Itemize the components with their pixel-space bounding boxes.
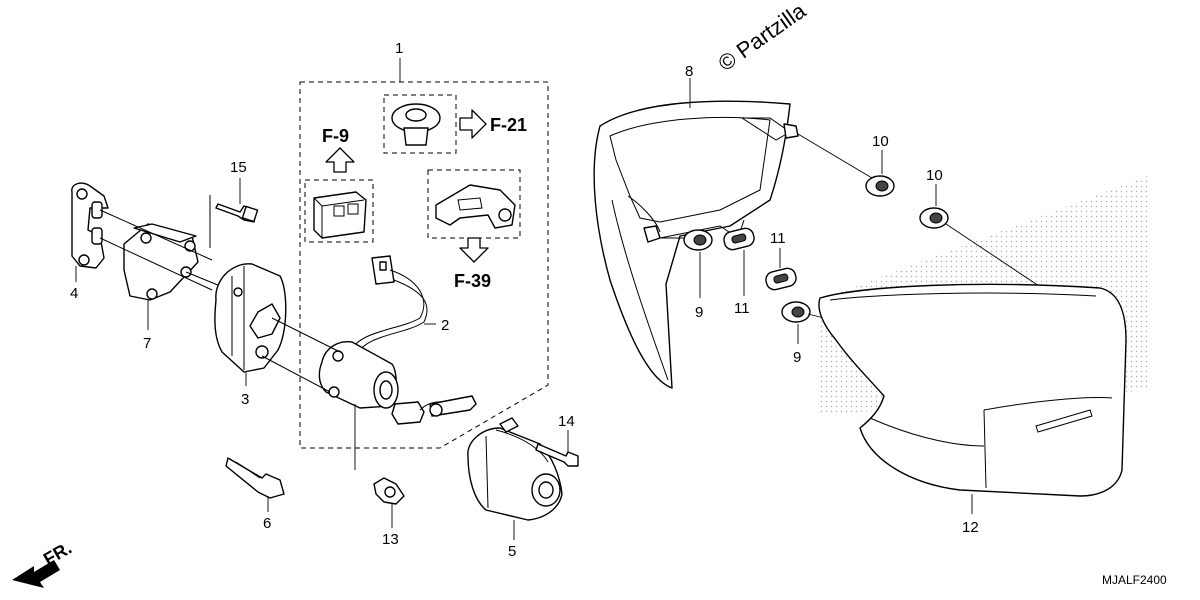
label-part-9b: 9 (793, 349, 801, 366)
connector-f9 (304, 179, 374, 243)
label-part-5: 5 (508, 543, 516, 560)
bolt-13 (373, 477, 405, 505)
holder-bracket (123, 223, 199, 301)
label-part-1: 1 (395, 40, 403, 57)
grommet-f21 (383, 94, 457, 154)
screw-14 (535, 443, 579, 467)
arrow-right-icon (459, 109, 487, 139)
label-part-10a: 10 (872, 133, 889, 150)
ref-f21: F-21 (490, 115, 527, 135)
diagram-code: MJALF2400 (1102, 573, 1167, 587)
grommet-11b (765, 267, 797, 291)
arrow-down-icon (459, 237, 489, 263)
label-part-13: 13 (382, 531, 399, 548)
assembly-box (299, 81, 549, 449)
label-part-8: 8 (685, 63, 693, 80)
label-part-7: 7 (143, 335, 151, 352)
bracket-f39 (427, 169, 521, 239)
grommet-9b (781, 301, 811, 323)
label-part-9a: 9 (695, 304, 703, 321)
side-cover-left (593, 100, 799, 389)
grommet-9a (683, 229, 713, 251)
bolt-15 (215, 203, 259, 223)
label-part-2: 2 (441, 317, 449, 334)
mounting-plate (71, 182, 109, 269)
label-part-6: 6 (263, 515, 271, 532)
watermark-text: © Partzilla (714, 0, 811, 76)
ignition-switch (318, 255, 477, 425)
leader-10a-line (797, 133, 873, 179)
label-part-14: 14 (558, 413, 575, 430)
ref-f9: F-9 (322, 126, 349, 146)
ref-f39: F-39 (454, 271, 491, 291)
arrow-up-icon (325, 147, 355, 173)
label-part-11b: 11 (770, 230, 786, 247)
label-part-15: 15 (230, 159, 247, 176)
side-cover-right (818, 283, 1127, 497)
lock-cover (467, 417, 563, 521)
label-part-12: 12 (962, 519, 979, 536)
grommet-10b (919, 207, 949, 229)
grommet-11a (723, 227, 755, 251)
label-part-10b: 10 (926, 167, 943, 184)
front-label: FR. (40, 538, 75, 570)
label-part-4: 4 (70, 285, 78, 302)
label-part-11a: 11 (734, 300, 750, 317)
lock-body (214, 263, 287, 373)
front-arrow-icon (12, 560, 60, 588)
label-part-3: 3 (241, 391, 249, 408)
key-blank (225, 457, 285, 499)
grommet-10a (865, 175, 895, 197)
